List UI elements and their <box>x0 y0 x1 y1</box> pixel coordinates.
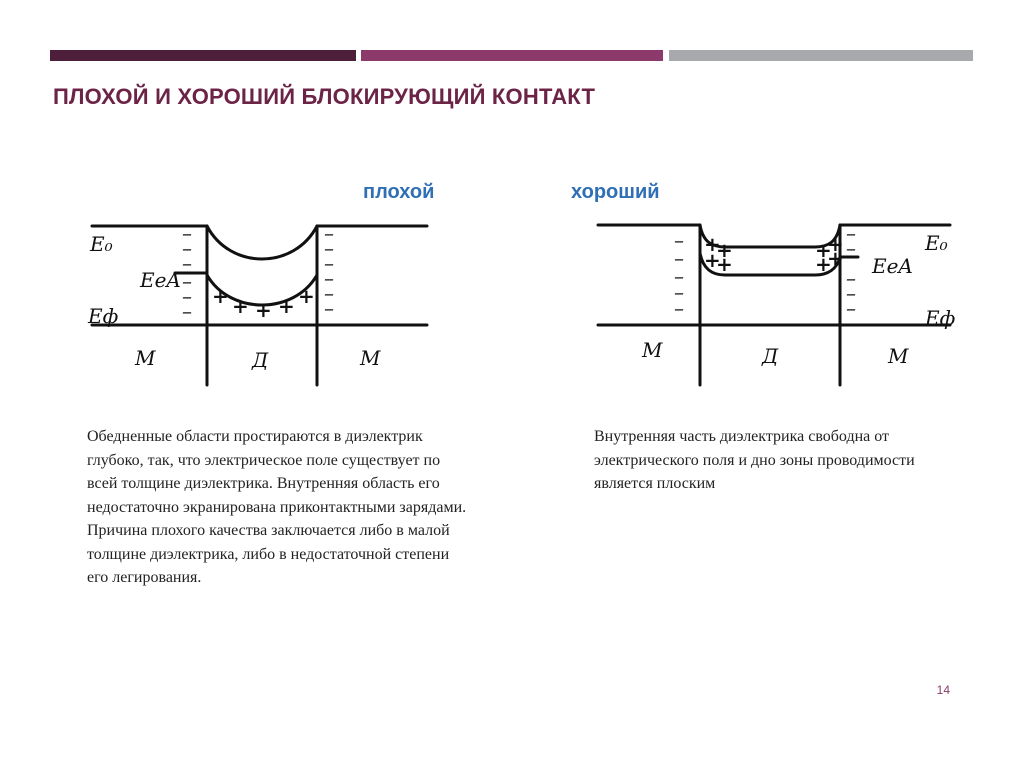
bad-minus-charge: – <box>324 251 334 275</box>
good-minus-charge: – <box>674 228 684 252</box>
bad-eed-label: EeA <box>139 268 181 292</box>
good-contact-description: Внутренняя часть диэлектрика свободна от… <box>594 428 915 492</box>
good-plus-charge: + <box>827 232 844 256</box>
good-dielectric-label: Д <box>761 344 779 368</box>
good-plus-charge: + <box>827 246 844 270</box>
good-minus-charge: – <box>674 264 684 288</box>
bad-contact-description: Обедненные области простираются в диэлек… <box>87 428 467 586</box>
good-plus-charge: + <box>815 238 832 262</box>
bad-plus-charge: + <box>298 284 315 308</box>
bad-metal-right-label: M <box>359 346 381 370</box>
good-plus-charge: + <box>716 252 733 276</box>
bad-minus-charge: – <box>182 221 192 245</box>
good-donor-level-curve <box>698 251 860 277</box>
good-contact-label: хороший <box>571 181 660 203</box>
good-plus-charge: + <box>704 232 721 256</box>
good-plus-charge: + <box>815 252 832 276</box>
good-ef-label: Eф <box>924 306 955 330</box>
good-plus-charge: + <box>716 238 733 262</box>
good-plus-charge: + <box>704 248 721 272</box>
good-metal-left-label: M <box>641 338 663 362</box>
bad-ef-label: Eф <box>87 304 118 328</box>
good-e0-label: E₀ <box>924 231 948 255</box>
header-bar-dark <box>50 50 356 61</box>
bad-dielectric-label: Д <box>251 348 269 372</box>
bad-plus-charge: + <box>212 284 229 308</box>
bad-minus-charge: – <box>182 299 192 323</box>
bad-contact-diagram: E₀ EeA Eф M Д M – – – – – – – – – – – – … <box>87 221 429 387</box>
bad-donor-level-curve <box>205 273 319 307</box>
bad-plus-charge: + <box>232 294 249 318</box>
good-minus-charge: – <box>846 221 856 245</box>
slide-title: ПЛОХОЙ И ХОРОШИЙ БЛОКИРУЮЩИЙ КОНТАКТ <box>53 84 596 109</box>
good-minus-charge: – <box>846 266 856 290</box>
header-bar-mid <box>361 50 663 61</box>
good-minus-charge: – <box>846 296 856 320</box>
good-contact-diagram: E₀ EeA Eф M Д M – – – – – – – – – – + + … <box>596 221 955 387</box>
bad-minus-charge: – <box>182 269 192 293</box>
good-minus-charge: – <box>846 236 856 260</box>
bad-minus-charge: – <box>324 296 334 320</box>
bad-plus-charge: + <box>278 294 295 318</box>
good-eed-label: EeA <box>871 254 913 278</box>
bad-e0-label: E₀ <box>89 232 113 256</box>
bad-minus-charge: – <box>324 236 334 260</box>
bad-minus-charge: – <box>324 266 334 290</box>
page-number: 14 <box>936 683 950 697</box>
bad-minus-charge: – <box>182 284 192 308</box>
bad-minus-charge: – <box>182 236 192 260</box>
good-metal-right-label: M <box>887 344 909 368</box>
good-minus-charge: – <box>846 281 856 305</box>
good-minus-charge: – <box>674 246 684 270</box>
bad-minus-charge: – <box>324 281 334 305</box>
bad-plus-charge: + <box>255 298 272 322</box>
good-minus-charge: – <box>674 280 684 304</box>
bad-conduction-band <box>205 224 319 261</box>
good-minus-charge: – <box>674 296 684 320</box>
good-conduction-band <box>698 223 842 249</box>
header-bar-light <box>669 50 973 61</box>
bad-contact-label: плохой <box>363 181 435 203</box>
bad-minus-charge: – <box>324 221 334 245</box>
bad-metal-left-label: M <box>134 346 156 370</box>
bad-minus-charge: – <box>182 251 192 275</box>
